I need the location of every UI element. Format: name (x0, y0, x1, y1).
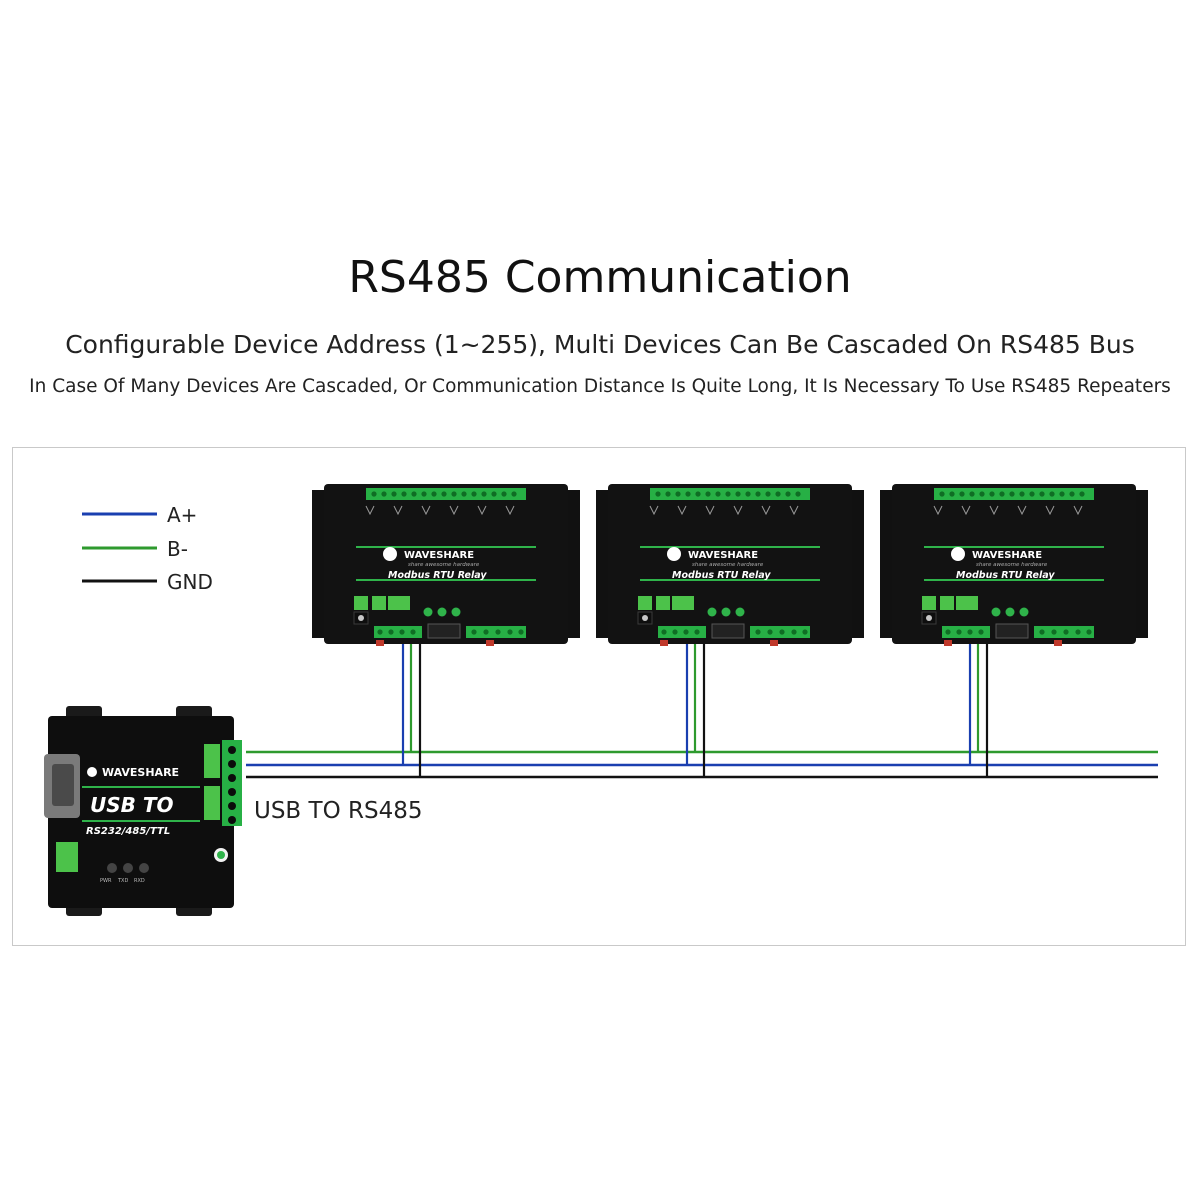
module-3-name: Modbus RTU Relay (956, 570, 1055, 581)
module-1-brand: WAVESHARE (404, 550, 474, 561)
led-label-pwr: PWR (100, 878, 112, 884)
drop-wires-3 (968, 638, 989, 777)
diagram-frame (12, 447, 1186, 946)
relay-module-1: WAVESHARE share awesome hardware Modbus … (311, 483, 581, 647)
led-label-txd: TXD (117, 878, 128, 884)
legend-label-b: B- (167, 537, 188, 561)
relay-module-3: WAVESHARE share awesome hardware Modbus … (879, 483, 1149, 647)
legend-label-gnd: GND (167, 570, 213, 594)
module-3-brand: WAVESHARE (972, 550, 1042, 561)
subtitle-repeaters: In Case Of Many Devices Are Cascaded, Or… (29, 376, 1171, 397)
usb-converter: WAVESHARE USB TO RS232/485/TTL PWR TXD R… (44, 706, 242, 916)
rs485-bus (246, 750, 1158, 779)
converter-title: USB TO (90, 793, 174, 817)
subtitle-address: Configurable Device Address (1~255), Mul… (65, 330, 1135, 359)
drop-wires-2 (685, 638, 706, 777)
module-3-tagline: share awesome hardware (976, 562, 1048, 568)
converter-brand: WAVESHARE (102, 766, 179, 779)
relay-module-2: WAVESHARE share awesome hardware Modbus … (595, 483, 865, 647)
drop-wires-1 (401, 638, 422, 777)
module-1-name: Modbus RTU Relay (388, 570, 487, 581)
led-label-rxd: RXD (134, 878, 145, 884)
usb-to-rs485-label: USB TO RS485 (254, 798, 423, 824)
page-title: RS485 Communication (348, 252, 852, 303)
converter-subtitle: RS232/485/TTL (86, 826, 170, 837)
legend: A+ B- GND (82, 503, 213, 594)
waveshare-logo-icon (87, 767, 97, 777)
module-1-tagline: share awesome hardware (408, 562, 480, 568)
module-2-name: Modbus RTU Relay (672, 570, 771, 581)
module-2-tagline: share awesome hardware (692, 562, 764, 568)
module-2-brand: WAVESHARE (688, 550, 758, 561)
legend-label-a: A+ (167, 503, 197, 527)
